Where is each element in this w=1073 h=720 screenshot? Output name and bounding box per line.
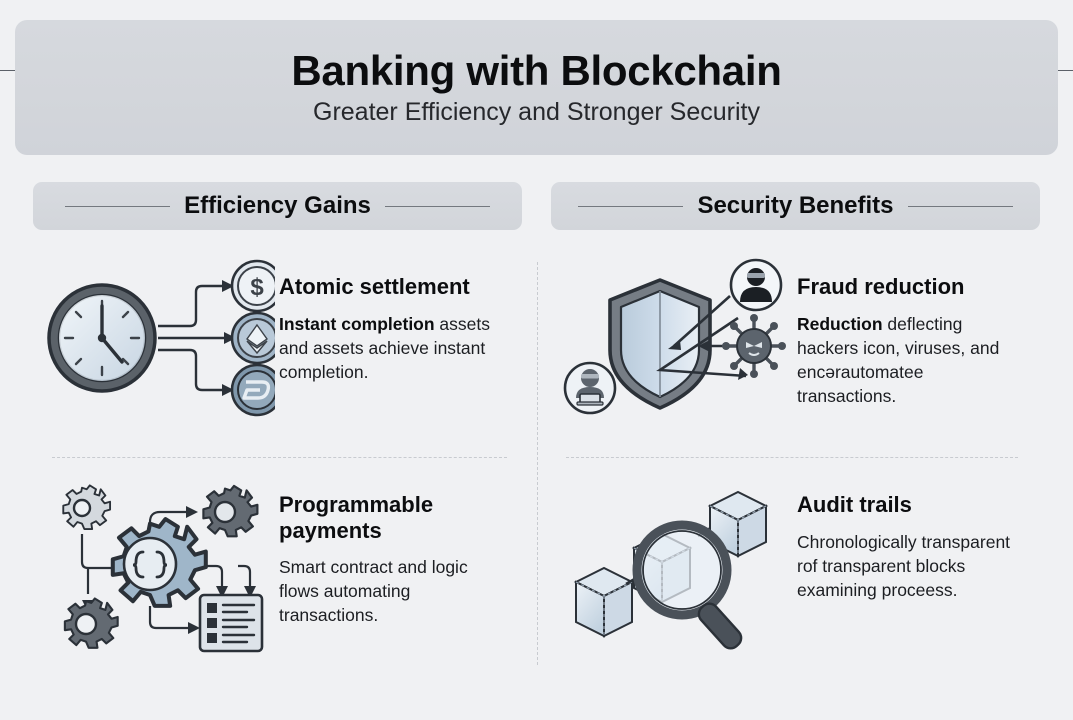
gear-icon xyxy=(63,597,119,649)
item-title: Fraud reduction xyxy=(797,274,965,299)
item-body-lead: Instant completion xyxy=(279,313,435,334)
code-braces-icon xyxy=(132,550,168,579)
checklist-icon xyxy=(198,593,264,653)
clock-icon xyxy=(47,283,157,393)
section-title-efficiency: Efficiency Gains xyxy=(184,192,371,219)
gear-icon xyxy=(110,517,208,608)
gears-code-flow-icon xyxy=(40,482,275,657)
item-text: Atomic settlement Instant completion ass… xyxy=(275,258,530,384)
dash-coin-icon xyxy=(230,363,275,417)
item-text: Fraud reduction Reduction deflecting hac… xyxy=(793,258,1048,408)
item-programmable-payments: Programmable payments Smart contract and… xyxy=(40,482,530,672)
item-text: Audit trails Chronologically transparent… xyxy=(793,482,1048,602)
arrow-icon xyxy=(158,284,224,392)
magnifier-icon xyxy=(632,520,743,650)
dollar-coin-icon: $ xyxy=(230,259,275,313)
gear-icon xyxy=(202,484,259,538)
ethereum-coin-icon xyxy=(230,311,275,365)
item-body: Reduction deflecting hackers icon, virus… xyxy=(797,312,1012,409)
arrow-icon xyxy=(80,510,252,630)
item-body: Instant completion assets and assets ach… xyxy=(279,312,494,384)
hacker-icon xyxy=(729,258,783,312)
item-body-rest: Smart contract and logic flows automatin… xyxy=(279,557,468,626)
item-title: Atomic settlement xyxy=(279,274,470,299)
row-divider-left xyxy=(52,457,507,458)
item-body-rest: assets and assets achieve instant comple… xyxy=(279,313,491,382)
block-cube-icon xyxy=(707,490,769,558)
section-rule-left xyxy=(578,205,684,207)
item-atomic-settlement: $ Atomic settlement Instant completion a… xyxy=(40,258,530,448)
item-body-lead: Reduction xyxy=(797,313,883,334)
block-cube-icon xyxy=(573,566,635,638)
item-title: Programmable payments xyxy=(279,492,434,543)
section-header-efficiency: Efficiency Gains xyxy=(33,182,522,230)
arrow-icon xyxy=(668,340,748,380)
item-audit-trails: Audit trails Chronologically transparent… xyxy=(558,482,1048,672)
row-divider-right xyxy=(566,457,1018,458)
virus-icon xyxy=(722,314,786,378)
section-header-security: Security Benefits xyxy=(551,182,1040,230)
laptop-user-icon xyxy=(563,361,617,415)
page-subtitle: Greater Efficiency and Stronger Security xyxy=(313,97,760,126)
column-divider xyxy=(537,262,538,665)
header-panel: Banking with Blockchain Greater Efficien… xyxy=(15,20,1058,155)
section-rule-left xyxy=(65,205,171,207)
section-rule-right xyxy=(384,205,490,207)
section-rule-right xyxy=(907,205,1013,207)
header: Banking with Blockchain Greater Efficien… xyxy=(0,0,1073,160)
item-body: Chronologically transparent rof transpar… xyxy=(797,530,1012,602)
page-title: Banking with Blockchain xyxy=(291,46,782,94)
item-fraud-reduction: Fraud reduction Reduction deflecting hac… xyxy=(558,258,1048,448)
blocks-magnifier-icon xyxy=(558,482,793,657)
item-title: Audit trails xyxy=(797,492,912,517)
item-body-rest: deflecting hackers icon, viruses, and en… xyxy=(797,313,1000,406)
svg-text:$: $ xyxy=(250,274,264,301)
shield-deflect-icon xyxy=(558,258,793,433)
shield-icon xyxy=(608,278,712,410)
item-body-rest: Chronologically transparent rof transpar… xyxy=(797,531,1011,600)
gear-icon xyxy=(62,484,112,530)
item-body: Smart contract and logic flows automatin… xyxy=(279,555,494,627)
section-title-security: Security Benefits xyxy=(697,192,894,219)
arrow-icon xyxy=(222,280,236,396)
item-text: Programmable payments Smart contract and… xyxy=(275,482,530,627)
clock-to-coins-icon: $ xyxy=(40,258,275,433)
